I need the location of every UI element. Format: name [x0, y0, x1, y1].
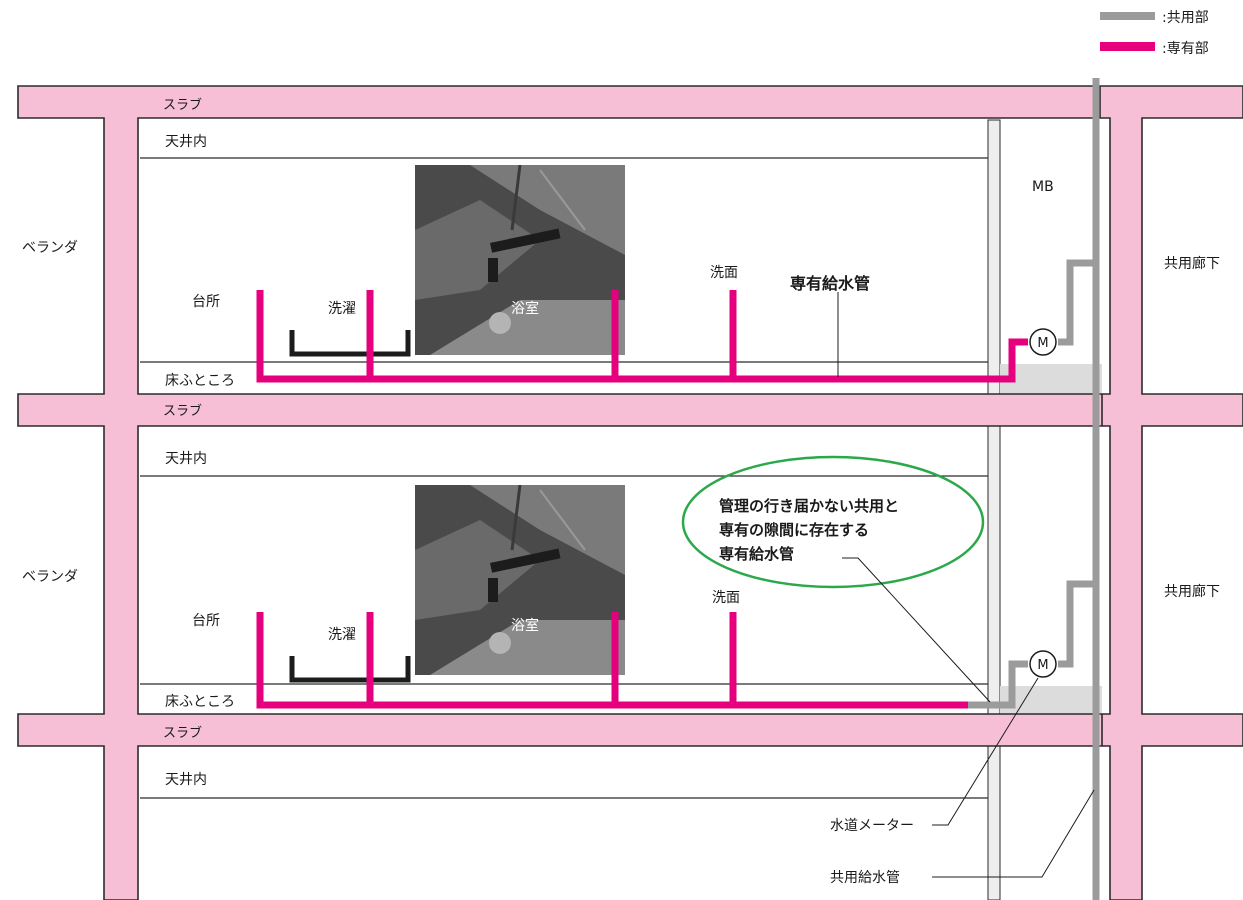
floor-lines — [140, 157, 1000, 799]
gap-callout-line-3: 専有給水管 — [719, 545, 794, 563]
meter-box-1 — [1000, 364, 1102, 394]
water-meter-1: M — [1029, 328, 1057, 356]
veranda-label-2: ベランダ — [22, 569, 78, 585]
bathroom-photo-1 — [415, 165, 625, 355]
shared-gap-pipe-2 — [968, 660, 1028, 709]
shared-branch-1 — [1058, 259, 1096, 346]
shared-branch-2 — [1058, 580, 1096, 668]
leader-gap-pipe — [842, 557, 991, 703]
meter-box-2 — [1000, 686, 1102, 716]
ceiling-label-3: 天井内 — [165, 772, 207, 788]
underfloor-label-2: 床ふところ — [165, 694, 235, 710]
meter-symbol: M — [1037, 336, 1048, 351]
laundry-label-1: 洗濯 — [328, 301, 356, 317]
ceiling-label-2: 天井内 — [165, 451, 207, 467]
mb-wall — [987, 119, 1001, 900]
gap-callout-ellipse — [681, 455, 985, 589]
mb-wall-left — [987, 119, 1001, 900]
leader-lines — [837, 292, 1095, 878]
laundry-label-2: 洗濯 — [328, 627, 356, 643]
laundry-trays — [289, 330, 411, 683]
meter-symbol: M — [1037, 658, 1048, 673]
structure-labels: スラブ スラブ スラブ 天井内 天井内 天井内 床ふところ 床ふところ ベランダ… — [22, 97, 1220, 788]
shared-water-pipe — [968, 78, 1100, 900]
washbasin-label-2: 洗面 — [712, 590, 740, 606]
fixture-labels: 台所 台所 洗濯 洗濯 浴室 浴室 洗面 洗面 — [192, 265, 740, 643]
meter-circle-icon — [1029, 650, 1057, 678]
meter-circle-icon — [1029, 328, 1057, 356]
slab-label-3: スラブ — [163, 725, 202, 741]
slab-label-2: スラブ — [163, 403, 202, 419]
private-main-1 — [256, 290, 1028, 383]
annotations: 専有給水管 管理の行き届かない共用と 専有の隙間に存在する 専有給水管 水道メー… — [719, 274, 914, 886]
veranda-label-1: ベランダ — [22, 240, 78, 256]
kitchen-label-2: 台所 — [192, 613, 220, 629]
leader-water-meter — [932, 677, 1039, 826]
legend: :共用部 :専有部 — [1100, 10, 1209, 57]
legend-label-private: :専有部 — [1162, 41, 1209, 57]
building-structure — [17, 85, 1243, 900]
shared-pipe-annotation: 共用給水管 — [830, 870, 900, 886]
structure-frame — [17, 85, 1243, 900]
laundry-tray-1 — [289, 330, 411, 357]
bath-label-2: 浴室 — [511, 617, 539, 634]
water-meter-2: M — [1029, 650, 1057, 678]
meter-boxes — [1000, 364, 1102, 716]
water-meter-annotation: 水道メーター — [830, 818, 914, 834]
private-water-pipes — [256, 290, 1028, 709]
ceiling-label-1: 天井内 — [165, 134, 207, 150]
kitchen-label-1: 台所 — [192, 294, 220, 310]
bathroom-photo-2 — [415, 485, 625, 675]
legend-swatch-private — [1100, 42, 1155, 51]
legend-label-shared: :共用部 — [1162, 10, 1209, 26]
slab-label-1: スラブ — [163, 97, 202, 113]
bath-label-1: 浴室 — [511, 300, 539, 317]
private-pipe-annotation: 専有給水管 — [790, 274, 870, 293]
underfloor-label-1: 床ふところ — [165, 373, 235, 389]
corridor-label-1: 共用廊下 — [1164, 255, 1220, 272]
corridor-label-2: 共用廊下 — [1164, 583, 1220, 600]
laundry-tray-2 — [289, 656, 411, 683]
legend-swatch-shared — [1100, 12, 1155, 20]
leader-shared-pipe — [932, 789, 1095, 878]
washbasin-label-1: 洗面 — [710, 265, 738, 281]
mb-label: MB — [1032, 179, 1054, 195]
gap-callout-line-2: 専有の隙間に存在する — [719, 521, 869, 539]
gap-callout-line-1: 管理の行き届かない共用と — [719, 497, 899, 515]
